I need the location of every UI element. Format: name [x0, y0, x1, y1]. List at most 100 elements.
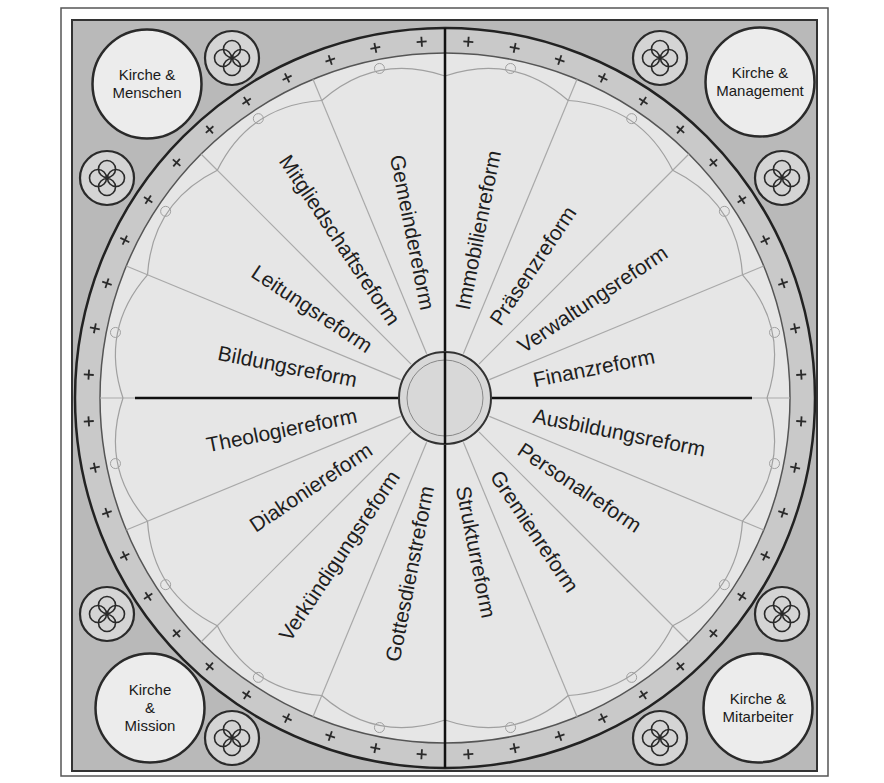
quatrefoil-lobe — [215, 50, 232, 67]
ring-cross — [369, 42, 381, 54]
quatrefoil-lobe — [224, 59, 241, 76]
rosette — [374, 723, 384, 733]
quatrefoil-lobe — [643, 730, 660, 747]
quatrefoil-lobe — [108, 170, 125, 187]
corner-circle: Kirche & Menschen — [91, 28, 203, 140]
ring-cross — [240, 94, 254, 108]
vertical-divider — [444, 28, 447, 768]
ring-cross — [89, 462, 101, 474]
cross-bar — [710, 630, 718, 637]
cross-bar — [370, 747, 380, 749]
quatrefoil-ring — [755, 151, 809, 205]
cross-bar — [781, 279, 784, 288]
cross-bar — [598, 76, 607, 80]
cross-bar — [94, 323, 96, 333]
cross-bar — [283, 716, 292, 720]
quatrefoil-lobe — [774, 615, 791, 632]
square-ground — [72, 20, 817, 771]
quatrefoil-ring — [80, 151, 134, 205]
ring-cross — [416, 36, 427, 47]
spoke — [479, 154, 689, 364]
circle-shape — [706, 28, 815, 137]
rosette — [506, 723, 516, 733]
ring-cross — [796, 416, 807, 427]
ring-cross — [509, 42, 521, 54]
ring-cross — [416, 749, 427, 760]
cross-bar — [794, 323, 796, 333]
quatrefoil-lobe — [99, 615, 116, 632]
ring-cross — [596, 711, 609, 724]
quatrefoil — [755, 151, 809, 205]
ring-cross — [324, 54, 337, 67]
ring-cross — [141, 589, 155, 603]
rosette — [110, 459, 120, 469]
cross-bar — [326, 734, 335, 737]
ring-cross — [240, 688, 254, 702]
ring-cross — [673, 659, 687, 673]
cross-bar — [710, 630, 717, 638]
cross-bar — [173, 159, 180, 167]
ring-cross — [203, 659, 217, 673]
cross-bar — [417, 41, 427, 43]
cross-bar — [173, 630, 181, 637]
lancet-arch — [217, 101, 321, 171]
quatrefoil-lobe — [765, 170, 782, 187]
reform-label: Immobilienreform — [452, 148, 505, 311]
quatrefoil-lobe — [643, 50, 660, 67]
reform-label: Gemeindereform — [386, 153, 438, 312]
spoke — [479, 432, 689, 642]
quatrefoil-ring — [755, 587, 809, 641]
ring-cross — [89, 322, 101, 334]
cross-bar — [763, 236, 767, 245]
quatrefoil — [205, 711, 259, 765]
quatrefoil-lobe — [224, 721, 241, 738]
cross-bar — [145, 196, 151, 204]
rosette — [253, 672, 263, 682]
circle-title: Kirche & Menschen — [112, 66, 181, 102]
quatrefoil-lobe — [99, 161, 116, 178]
ring-cross — [636, 94, 650, 108]
lancet-arch — [322, 695, 445, 727]
text-block: Kirche & Management — [716, 64, 804, 100]
cross-bar — [88, 416, 90, 426]
cross-bar — [710, 159, 717, 167]
circle-shape — [96, 654, 205, 763]
lancet-arch — [568, 101, 672, 171]
cross-bar — [677, 126, 684, 134]
quatrefoil-lobe — [99, 597, 116, 614]
quatrefoil-lobe — [652, 739, 669, 756]
quatrefoil-lobe — [224, 739, 241, 756]
cross-bar — [123, 236, 127, 245]
cross-bar — [173, 159, 181, 166]
vertical-divider — [444, 352, 447, 444]
ring-cross — [369, 742, 381, 754]
cross-bar — [677, 663, 684, 671]
cross-bar — [94, 463, 96, 473]
ring-cross — [796, 369, 807, 380]
cross-bar — [739, 592, 745, 600]
cross-bar — [370, 47, 380, 49]
rosette — [161, 206, 171, 216]
cross-bar — [463, 753, 473, 755]
quatrefoil — [80, 151, 134, 205]
reform-label: Theologiereform — [205, 405, 359, 456]
ring-cross — [83, 416, 94, 427]
lancet-arch — [322, 68, 445, 100]
ring-cross — [101, 506, 114, 519]
cross-bar — [326, 58, 335, 61]
quatrefoil-lobe — [661, 50, 678, 67]
rosette — [719, 580, 729, 590]
quatrefoil — [633, 711, 687, 765]
rosette — [506, 63, 516, 73]
cross-bar — [105, 279, 108, 288]
quatrefoil-ring — [633, 711, 687, 765]
quatrefoil-lobe — [108, 606, 125, 623]
lancet-arch — [568, 626, 672, 696]
cross-bar — [173, 630, 180, 638]
cross-bar — [243, 692, 251, 698]
reform-label: Finanzreform — [531, 345, 657, 391]
quatrefoil-ring — [80, 587, 134, 641]
ring-cross — [553, 730, 566, 743]
ring-cross — [170, 626, 184, 640]
